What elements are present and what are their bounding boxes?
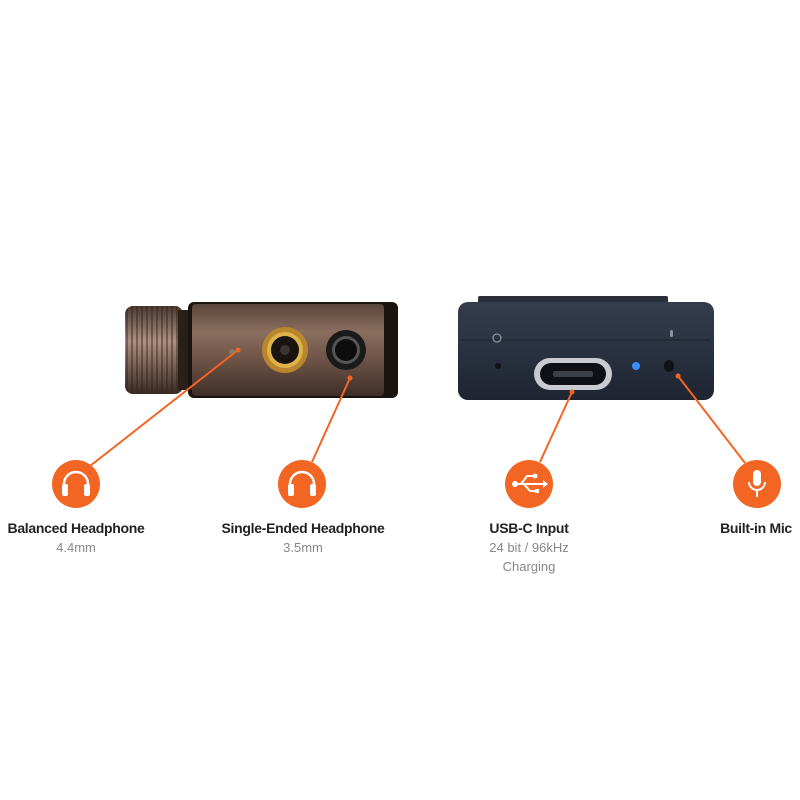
device-usb-side [458,296,714,400]
feature-detail: 24 bit / 96kHz [489,540,569,555]
feature-title: Balanced Headphone [7,520,145,536]
usb-c-port [534,358,612,390]
feature-detail: Charging [502,559,556,574]
mic-hole [664,360,674,372]
feature-usb-c-input: USB-C Input 24 bit / 96kHz Charging [419,520,639,576]
device-headphone-side [125,302,398,398]
feature-detail: 3.5mm [283,540,323,555]
single-ended-jack [326,330,366,370]
power-symbol-icon [492,333,502,343]
blue-led [632,362,640,370]
usb-icon [505,460,553,508]
headphones-icon [278,460,326,508]
callout-lines [89,349,746,467]
feature-single-ended-headphone: Single-Ended Headphone 3.5mm [193,520,413,557]
microphone-icon [733,460,781,508]
feature-title: USB-C Input [489,520,569,536]
feature-title: Single-Ended Headphone [221,520,385,536]
feature-title: Built-in Mic [720,520,792,536]
balanced-jack [262,327,308,373]
mic-symbol-icon [670,330,673,337]
feature-detail: 4.4mm [56,540,96,555]
feature-built-in-mic: Built-in Mic [646,520,800,536]
feature-balanced-headphone: Balanced Headphone 4.4mm [0,520,186,557]
headphones-icon [52,460,100,508]
